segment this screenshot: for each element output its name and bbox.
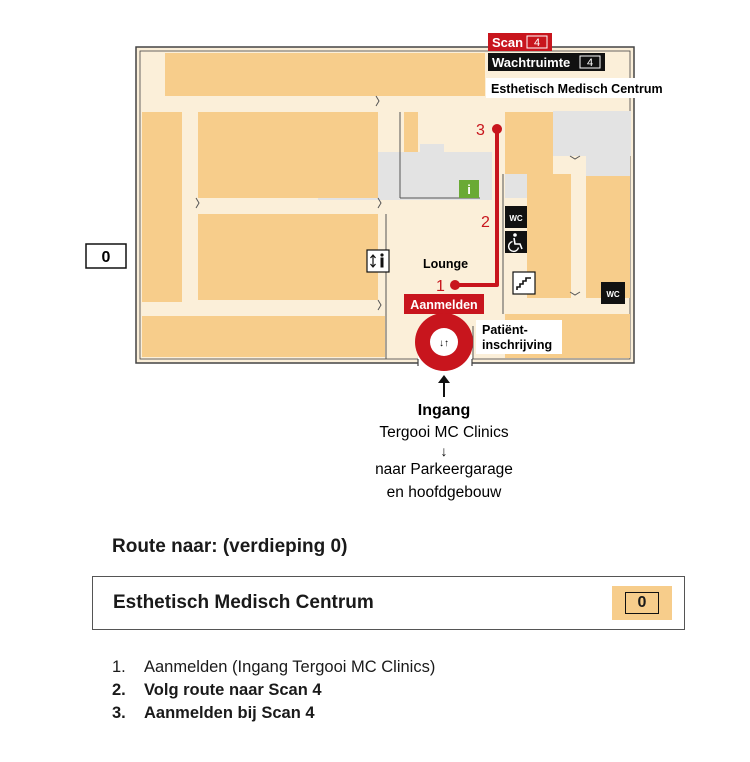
grey-area bbox=[553, 111, 631, 156]
waiting-label-box bbox=[488, 53, 605, 71]
door-mark bbox=[195, 95, 581, 311]
scan-label-box bbox=[488, 33, 552, 51]
room bbox=[165, 53, 485, 96]
patient-registration-box bbox=[476, 320, 562, 354]
svg-text:WC: WC bbox=[606, 290, 620, 299]
route-end-dot bbox=[492, 124, 502, 134]
route-step: 2.Volg route naar Scan 4 bbox=[112, 681, 322, 699]
floor-badge-number: 0 bbox=[625, 592, 659, 614]
stairs-icon bbox=[512, 271, 536, 295]
route-step-2: 2 bbox=[481, 214, 490, 231]
floor-indicator-label: 0 bbox=[102, 249, 111, 266]
route-step-3: 3 bbox=[476, 122, 485, 139]
room bbox=[142, 112, 182, 302]
elevator-icon bbox=[366, 249, 390, 273]
scan-number-box bbox=[526, 35, 548, 49]
floor-map: 0 Scan 4 Wachtruimte 4 Esthetisch Medisc… bbox=[85, 33, 676, 501]
route-step: 1.Aanmelden (Ingang Tergooi MC Clinics) bbox=[112, 658, 436, 676]
scan-number: 4 bbox=[534, 37, 540, 49]
wc-icon: WC bbox=[505, 206, 527, 228]
entrance-ring-inner bbox=[430, 328, 458, 356]
waiting-number: 4 bbox=[587, 57, 593, 69]
room bbox=[198, 112, 378, 198]
route-step: 3.Aanmelden bij Scan 4 bbox=[112, 704, 315, 722]
room bbox=[404, 112, 418, 152]
route-line bbox=[455, 129, 499, 287]
patient-registration-line1: Patiënt- bbox=[482, 323, 528, 337]
scan-label: Scan bbox=[492, 35, 523, 50]
register-label: Aanmelden bbox=[410, 298, 477, 312]
entrance-subtitle: Tergooi MC Clinics bbox=[379, 424, 508, 441]
entrance-symbol: ↓↑ bbox=[439, 338, 449, 349]
destination-label: Esthetisch Medisch Centrum bbox=[491, 82, 663, 96]
grey-area bbox=[420, 144, 444, 154]
route-start-dot bbox=[450, 280, 460, 290]
destination-name: Esthetisch Medisch Centrum bbox=[113, 592, 374, 613]
room bbox=[505, 112, 553, 174]
entrance-title: Ingang bbox=[418, 402, 470, 419]
lounge-label: Lounge bbox=[423, 257, 468, 271]
room bbox=[563, 314, 630, 358]
floor-indicator bbox=[85, 243, 127, 269]
room bbox=[142, 316, 385, 357]
svg-text:i: i bbox=[467, 182, 471, 197]
parking-line2: en hoofdgebouw bbox=[387, 484, 502, 501]
room bbox=[198, 214, 378, 300]
svg-text:WC: WC bbox=[509, 214, 523, 223]
patient-registration-line2: inschrijving bbox=[482, 338, 552, 352]
grey-area bbox=[586, 156, 630, 176]
wc-icon: WC bbox=[601, 282, 625, 304]
destination-label-box bbox=[486, 78, 676, 98]
waiting-label: Wachtruimte bbox=[492, 55, 570, 70]
wheelchair-icon bbox=[505, 231, 527, 253]
floor-badge: 0 bbox=[612, 586, 672, 620]
down-arrow: ↓ bbox=[441, 443, 448, 459]
parking-line1: naar Parkeergarage bbox=[375, 461, 513, 478]
room bbox=[586, 176, 630, 298]
info-icon: i bbox=[459, 180, 479, 198]
route-heading: Route naar: (verdieping 0) bbox=[112, 536, 348, 557]
register-label-box bbox=[404, 294, 484, 314]
waiting-number-box bbox=[579, 55, 601, 69]
route-steps: 1.Aanmelden (Ingang Tergooi MC Clinics) … bbox=[112, 656, 435, 725]
route-step-1: 1 bbox=[436, 278, 445, 295]
destination-box: Esthetisch Medisch Centrum 0 bbox=[92, 576, 685, 630]
grey-area bbox=[505, 174, 527, 198]
arrow-up-icon bbox=[438, 375, 450, 397]
